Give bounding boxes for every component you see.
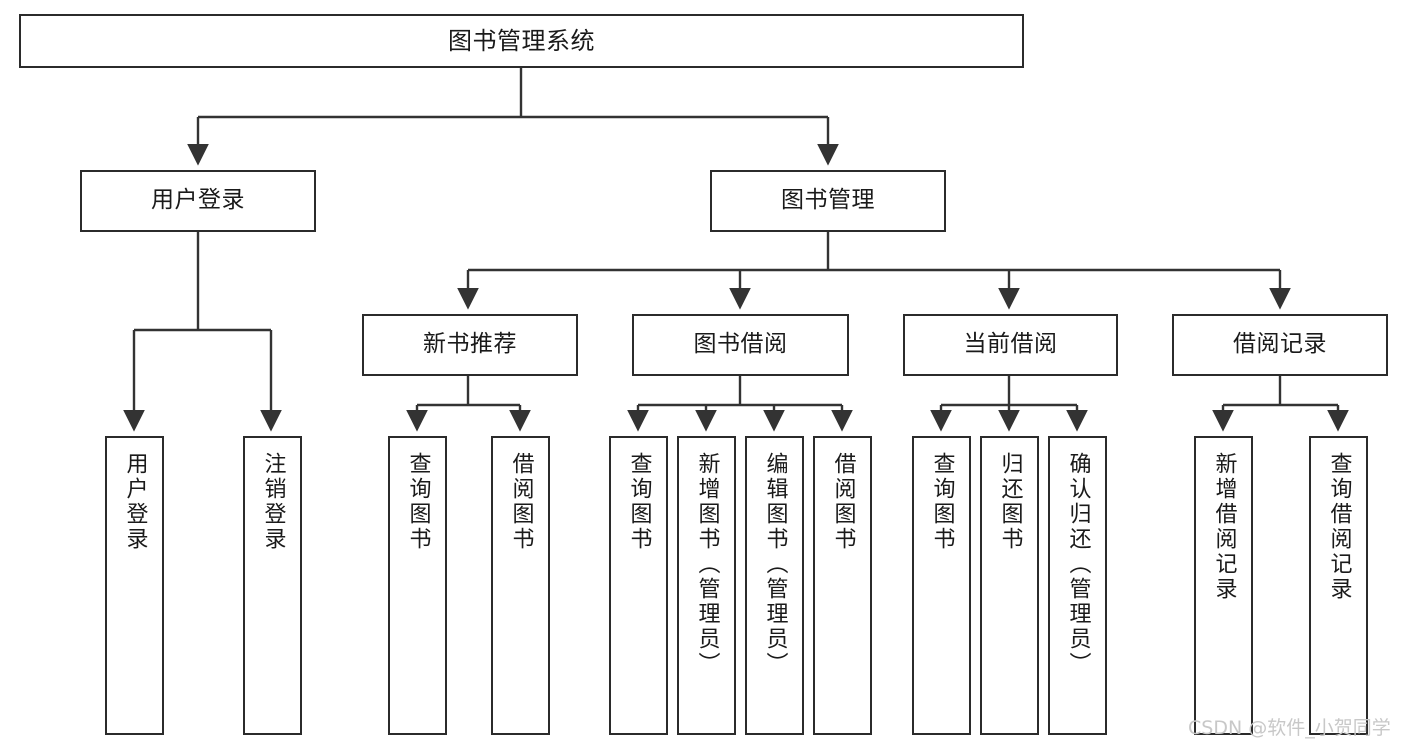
node-leaf-query-book-3-label: 查询图书	[929, 452, 955, 552]
node-new-book-recommend-label: 新书推荐	[423, 331, 517, 358]
node-book-management[interactable]: 图书管理	[710, 170, 946, 232]
node-leaf-query-book-2-label: 查询图书	[626, 452, 652, 552]
node-root-label: 图书管理系统	[448, 26, 595, 55]
node-book-borrow-label: 图书借阅	[693, 331, 788, 358]
node-leaf-user-logout[interactable]: 注销登录	[243, 436, 302, 735]
node-leaf-confirm-return-label: 确认归还（管理员）	[1065, 452, 1091, 677]
node-leaf-query-record-label: 查询借阅记录	[1326, 452, 1352, 602]
node-leaf-add-record-label: 新增借阅记录	[1211, 452, 1237, 602]
node-leaf-return-book-label: 归还图书	[997, 452, 1023, 552]
node-leaf-edit-book-label: 编辑图书（管理员）	[762, 452, 788, 677]
node-leaf-borrow-book-1-label: 借阅图书	[508, 452, 534, 552]
node-leaf-query-book-2[interactable]: 查询图书	[609, 436, 668, 735]
node-leaf-add-book-label: 新增图书（管理员）	[694, 452, 720, 677]
node-leaf-query-book-3[interactable]: 查询图书	[912, 436, 971, 735]
node-leaf-user-login-label: 用户登录	[122, 452, 148, 552]
node-new-book-recommend[interactable]: 新书推荐	[362, 314, 578, 376]
node-leaf-add-record[interactable]: 新增借阅记录	[1194, 436, 1253, 735]
node-borrow-record-label: 借阅记录	[1233, 331, 1327, 358]
node-leaf-borrow-book-1[interactable]: 借阅图书	[491, 436, 550, 735]
node-leaf-borrow-book-2[interactable]: 借阅图书	[813, 436, 872, 735]
node-current-borrow[interactable]: 当前借阅	[903, 314, 1118, 376]
node-leaf-query-record[interactable]: 查询借阅记录	[1309, 436, 1368, 735]
node-leaf-edit-book[interactable]: 编辑图书（管理员）	[745, 436, 804, 735]
node-leaf-confirm-return[interactable]: 确认归还（管理员）	[1048, 436, 1107, 735]
node-user-login-label: 用户登录	[151, 187, 245, 214]
node-user-login[interactable]: 用户登录	[80, 170, 316, 232]
node-leaf-query-book-1[interactable]: 查询图书	[388, 436, 447, 735]
node-current-borrow-label: 当前借阅	[963, 331, 1058, 358]
node-leaf-query-book-1-label: 查询图书	[405, 452, 431, 552]
node-book-borrow[interactable]: 图书借阅	[632, 314, 849, 376]
node-root[interactable]: 图书管理系统	[19, 14, 1024, 68]
watermark: CSDN @软件_小贺同学	[1188, 717, 1391, 739]
node-leaf-borrow-book-2-label: 借阅图书	[830, 452, 856, 552]
node-leaf-user-logout-label: 注销登录	[260, 452, 286, 552]
node-book-management-label: 图书管理	[781, 187, 875, 214]
node-leaf-return-book[interactable]: 归还图书	[980, 436, 1039, 735]
node-leaf-add-book[interactable]: 新增图书（管理员）	[677, 436, 736, 735]
node-borrow-record[interactable]: 借阅记录	[1172, 314, 1388, 376]
node-leaf-user-login[interactable]: 用户登录	[105, 436, 164, 735]
